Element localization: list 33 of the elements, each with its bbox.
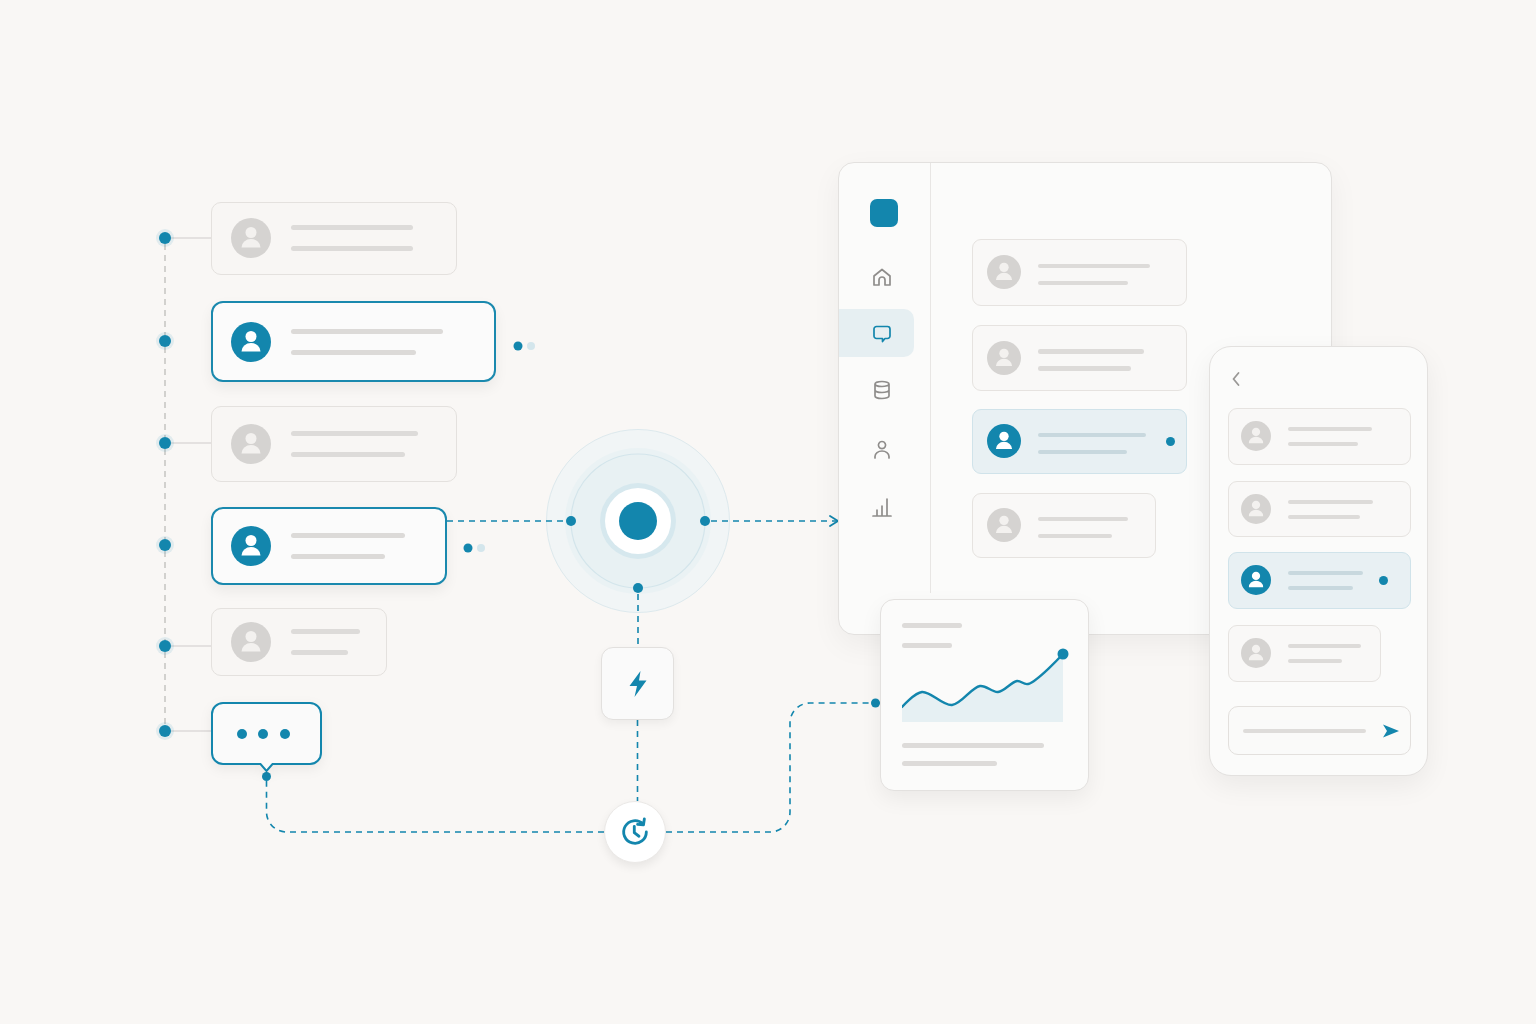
dashed-connector bbox=[164, 448, 166, 540]
dashed-connector bbox=[164, 651, 166, 726]
contact-card bbox=[211, 608, 387, 676]
contact-card bbox=[211, 202, 457, 275]
contact-card bbox=[1228, 552, 1411, 609]
dashed-connector bbox=[164, 346, 166, 438]
contact-card bbox=[972, 493, 1156, 558]
timeline-dot bbox=[159, 437, 171, 449]
contact-card bbox=[211, 301, 496, 382]
contact-card bbox=[972, 325, 1187, 391]
timeline-dot bbox=[159, 640, 171, 652]
timeline-dot bbox=[159, 539, 171, 551]
chart-card bbox=[880, 599, 1089, 791]
timeline-dot bbox=[159, 232, 171, 244]
contact-card bbox=[211, 406, 457, 482]
dashed-connector bbox=[665, 698, 881, 833]
contact-card bbox=[1228, 625, 1381, 682]
dashed-connector bbox=[262, 771, 605, 833]
dashed-connector bbox=[636, 719, 639, 802]
contact-card bbox=[972, 239, 1187, 306]
dashed-connector bbox=[446, 520, 566, 522]
chat-bubble bbox=[211, 702, 322, 772]
dashed-connector bbox=[164, 243, 166, 336]
contact-card bbox=[1228, 481, 1411, 537]
phone-screen bbox=[1209, 346, 1428, 776]
contact-card bbox=[972, 409, 1187, 474]
contact-card bbox=[1228, 408, 1411, 465]
dashed-arrow bbox=[710, 515, 839, 527]
contact-card bbox=[211, 507, 447, 585]
action-tile bbox=[601, 647, 674, 720]
timeline-dot bbox=[159, 335, 171, 347]
dashed-connector bbox=[164, 550, 166, 641]
timeline-dot bbox=[159, 725, 171, 737]
